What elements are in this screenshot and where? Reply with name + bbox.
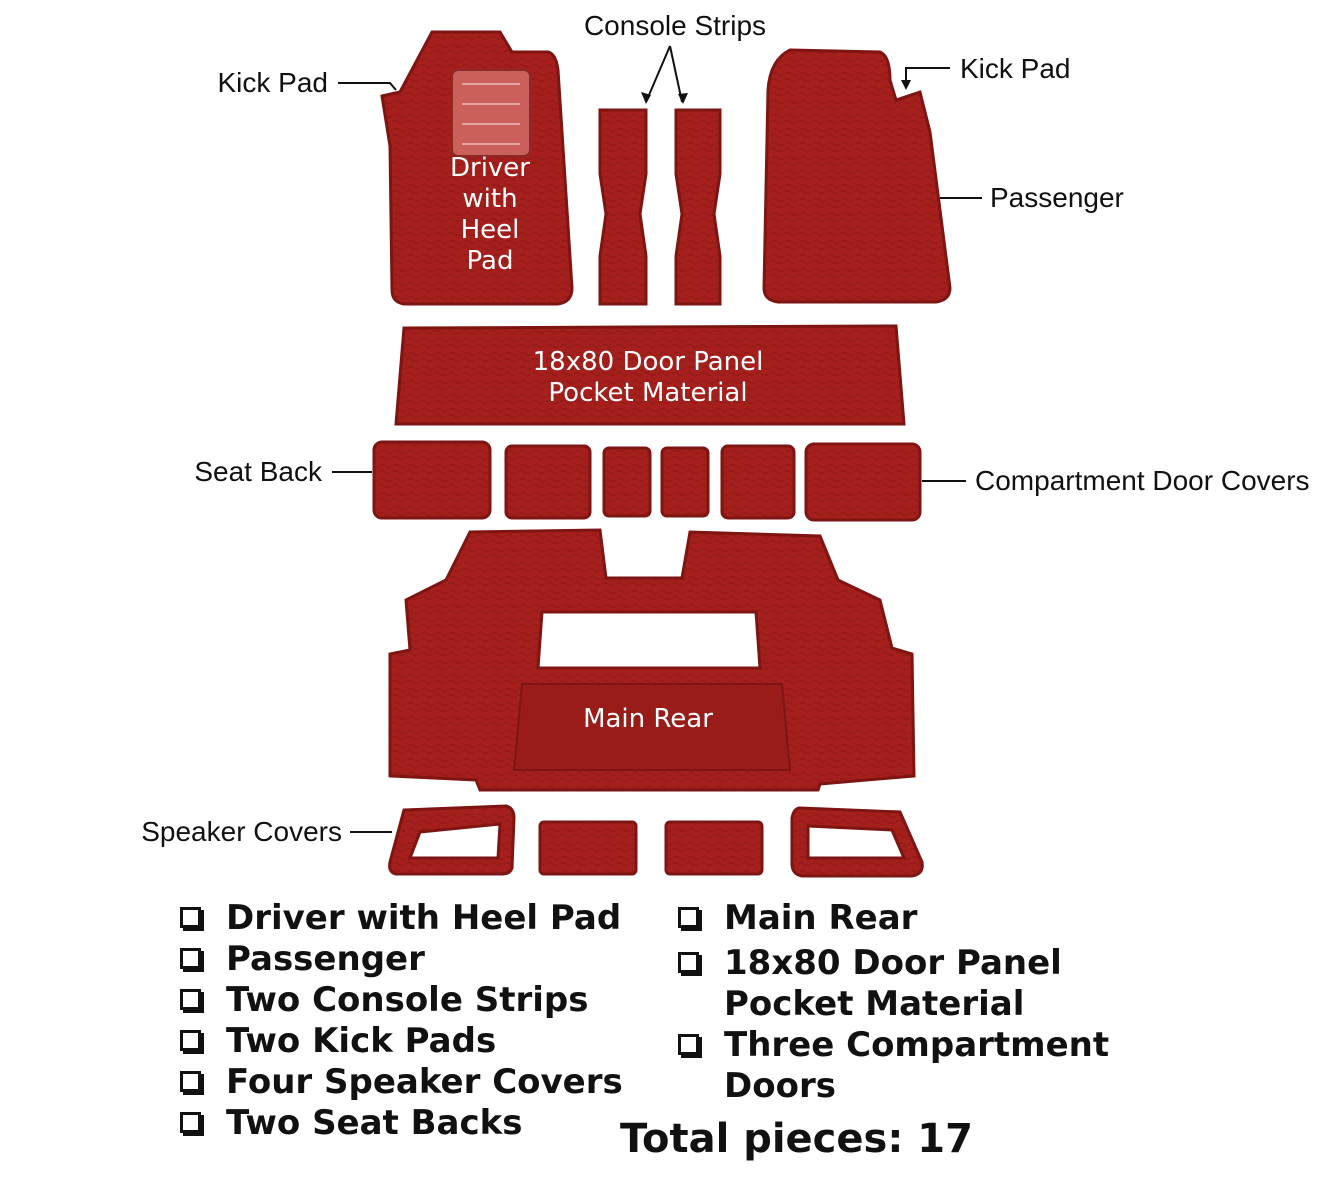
callout-passenger: Passenger <box>990 182 1124 213</box>
checkbox-icon <box>180 1112 201 1133</box>
checkbox-icon <box>180 989 201 1010</box>
compartment-door-cover-4 <box>720 444 796 520</box>
speaker-cover-1 <box>388 804 516 876</box>
driver-label-line-1: Driver <box>450 153 530 183</box>
checklist-item: Driver with Heel Pad <box>180 898 623 939</box>
callout-seat-back: Seat Back <box>194 456 323 487</box>
driver-label-line-2: with <box>462 184 517 214</box>
arrow-head-console-a <box>641 92 651 104</box>
checklist-item-label-continued: Doors <box>724 1066 836 1106</box>
callout-console-strips: Console Strips <box>584 10 766 41</box>
checklist-item: Two Kick Pads <box>180 1021 623 1062</box>
checklist-item-label: Two Kick Pads <box>226 1021 497 1061</box>
driver-label-line-3: Heel <box>461 215 520 245</box>
speaker-cover-2 <box>538 820 638 876</box>
door-panel-material <box>394 324 906 426</box>
console-strip-right <box>674 108 722 306</box>
leader-console-strips-b <box>669 45 683 103</box>
heel-pad <box>451 69 531 157</box>
checklist-item-label: Four Speaker Covers <box>226 1062 623 1102</box>
main-rear-label: Main Rear <box>583 704 713 734</box>
speaker-cover-4 <box>790 806 924 878</box>
main-rear-tunnel <box>512 683 792 771</box>
speaker-cover-3 <box>664 820 764 876</box>
console-strip-left <box>598 108 648 306</box>
door-panel-label-line-2: Pocket Material <box>548 378 747 408</box>
total-pieces: Total pieces: 17 <box>620 1116 973 1162</box>
checkbox-icon <box>678 952 699 973</box>
checkbox-icon <box>180 948 201 969</box>
checkbox-icon <box>180 907 201 928</box>
arrow-head-console-b <box>678 93 688 104</box>
driver-label-line-4: Pad <box>467 246 514 276</box>
checklist-item-label-continued: Pocket Material <box>724 984 1025 1024</box>
checkbox-icon <box>678 1034 699 1055</box>
checklist-item-label: Two Console Strips <box>226 980 589 1020</box>
seat-back-2 <box>804 442 922 522</box>
checklist-item-label: Driver with Heel Pad <box>226 898 622 938</box>
checklist-item-label: Two Seat Backs <box>226 1103 523 1143</box>
callout-kick-pad-left: Kick Pad <box>218 67 329 98</box>
leader-kick-pad-left <box>338 82 397 91</box>
checklist-item: Two Console Strips <box>180 980 623 1021</box>
checklist-item: Four Speaker Covers <box>180 1062 623 1103</box>
arrow-head-kick-pad-right <box>901 80 911 90</box>
checklist-item-label: 18x80 Door Panel <box>724 943 1062 983</box>
checklist-item-label: Passenger <box>226 939 425 979</box>
compartment-door-cover-1 <box>504 444 592 520</box>
compartment-door-cover-3 <box>660 446 710 518</box>
compartment-door-cover-2 <box>602 446 652 518</box>
callout-compartment-door-covers: Compartment Door Covers <box>975 465 1310 496</box>
leader-console-strips-a <box>645 45 671 103</box>
checklist-item: Main Rear <box>678 898 1109 939</box>
checklist-item: Two Seat Backs <box>180 1103 623 1144</box>
checklist-item: Passenger <box>180 939 623 980</box>
passenger-mat <box>762 48 952 304</box>
checklist-left: Driver with Heel Pad Passenger Two Conso… <box>180 898 623 1144</box>
checklist-item-label: Main Rear <box>724 898 918 938</box>
door-panel-label-line-1: 18x80 Door Panel <box>533 347 764 377</box>
callout-kick-pad-right: Kick Pad <box>960 53 1071 84</box>
checkbox-icon <box>180 1071 201 1092</box>
checkbox-icon <box>678 907 699 928</box>
leader-kick-pad-right <box>905 67 950 84</box>
callout-speaker-covers: Speaker Covers <box>141 816 342 847</box>
checklist-item-label: Three Compartment <box>724 1025 1110 1065</box>
checkbox-icon <box>180 1030 201 1051</box>
seat-back-1 <box>372 440 492 520</box>
